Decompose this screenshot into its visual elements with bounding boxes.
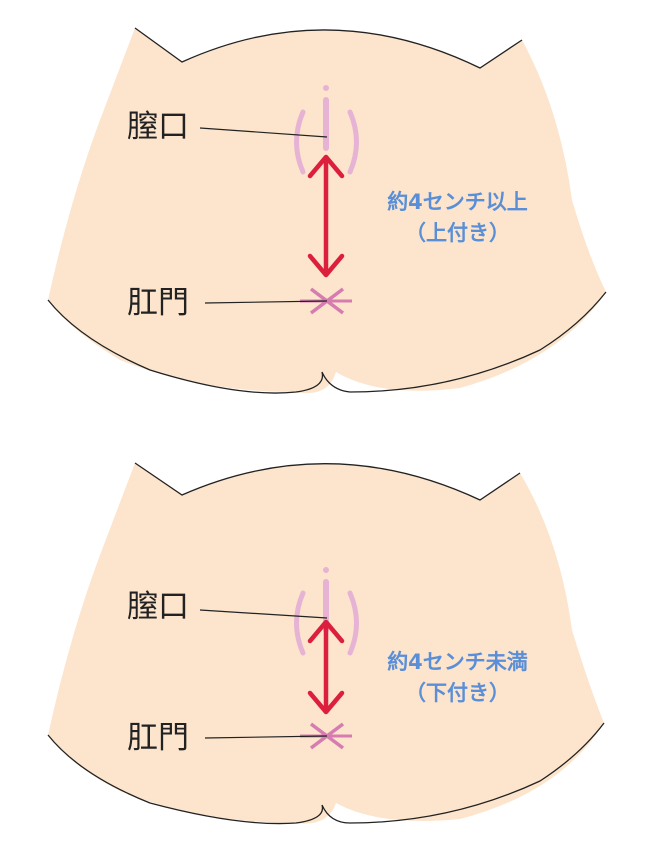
distance-note-line2: （下付き） (405, 681, 510, 705)
vagina-bracket-right (347, 590, 359, 656)
distance-note: 約4センチ未満 （下付き） (335, 647, 580, 709)
distance-arrow-head-top (307, 154, 345, 179)
panel-lower-placement: 膣口 肛門 約4センチ未満 （下付き） (0, 425, 650, 850)
distance-note-line1: 約4センチ未満 (387, 650, 528, 674)
vagina-leader-line (199, 127, 328, 138)
distance-note-line1: 約4センチ以上 (387, 190, 528, 214)
outline-lower (47, 722, 605, 825)
anus-label: 肛門 (127, 285, 189, 321)
vagina-bracket-left (294, 109, 306, 175)
vagina-dot (323, 85, 329, 91)
distance-note: 約4センチ以上 （上付き） (335, 187, 580, 249)
distance-arrow-head-top (307, 619, 345, 644)
body-illustration-lower (47, 462, 605, 825)
vagina-bracket-left (294, 590, 306, 656)
distance-note-line2: （上付き） (405, 221, 510, 245)
outline-upper-left (134, 27, 523, 69)
distance-arrow-head-bottom (307, 253, 345, 278)
anus-label: 肛門 (127, 720, 189, 756)
outline-lower (47, 291, 607, 394)
outline-upper-left (134, 462, 521, 501)
body-illustration-upper (47, 27, 607, 394)
anus-leader-line (204, 300, 328, 304)
vagina-label: 膣口 (127, 589, 189, 625)
vagina-leader-line (199, 609, 328, 619)
vagina-label: 膣口 (127, 109, 189, 145)
panel-upper-placement: 膣口 肛門 約4センチ以上 （上付き） (47, 27, 607, 394)
anus-leader-line (204, 735, 328, 739)
vagina-dot (323, 567, 329, 573)
vagina-bracket-right (347, 109, 359, 175)
distance-arrow-head-bottom (307, 690, 345, 715)
